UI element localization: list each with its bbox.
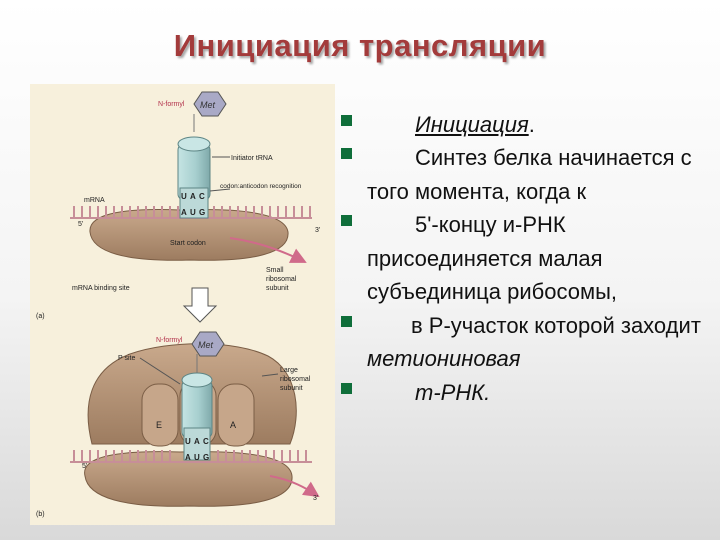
svg-text:3': 3' [313, 495, 318, 502]
svg-text:G: G [199, 208, 205, 217]
bullet-item-4: в Р-участок которой заходит метиониновая [340, 309, 710, 376]
bullet-square-icon [341, 215, 352, 227]
svg-text:N-formyl: N-formyl [156, 337, 183, 344]
mrna-strand-b [70, 450, 312, 463]
svg-text:ribosomal: ribosomal [266, 276, 297, 283]
svg-text:subunit: subunit [280, 385, 303, 392]
svg-text:P site: P site [118, 355, 135, 362]
svg-text:mRNA: mRNA [84, 197, 105, 204]
met-hexagon-b [191, 331, 225, 357]
svg-text:A: A [194, 437, 200, 446]
svg-text:A: A [190, 192, 196, 201]
transition-arrow [182, 287, 218, 323]
svg-text:(b): (b) [36, 511, 45, 518]
bullet-square-icon [341, 115, 352, 126]
svg-text:A: A [230, 420, 236, 430]
bullet-square-icon [341, 382, 352, 394]
bullet-square-icon [341, 148, 352, 160]
svg-text:5': 5' [82, 463, 87, 470]
svg-text:U: U [194, 453, 200, 462]
svg-text:Met: Met [198, 340, 214, 350]
panel-a: Met N-formyl U A C A U G Initiator tRNA … [36, 91, 320, 320]
svg-text:U: U [190, 208, 196, 217]
svg-text:subunit: subunit [266, 285, 289, 292]
bullet-item-5: m-РНК. [340, 376, 710, 409]
svg-text:G: G [203, 453, 209, 462]
bullet-item-3: 5'-концу и-РНК присоединяется малая субъ… [340, 208, 710, 308]
small-ribosomal-subunit-a [89, 209, 289, 261]
svg-text:A: A [185, 453, 191, 462]
svg-text:ribosomal: ribosomal [280, 376, 311, 383]
svg-text:N-formyl: N-formyl [158, 101, 185, 108]
svg-text:Large: Large [280, 367, 298, 374]
a-site-pocket [217, 383, 255, 447]
svg-text:3': 3' [315, 227, 320, 234]
svg-text:Initiator tRNA: Initiator tRNA [231, 155, 273, 162]
small-ribosomal-subunit-b [84, 451, 293, 507]
svg-text:Start codon: Start codon [170, 240, 206, 247]
e-site-pocket [141, 383, 179, 447]
bullet-item-2: Синтез белка начинается с того момента, … [340, 141, 710, 208]
svg-text:(a): (a) [36, 313, 45, 320]
bullet-square-icon [341, 315, 352, 327]
figure-drawing: Met N-formyl U A C A U G Initiator tRNA … [36, 91, 320, 518]
svg-text:Met: Met [200, 100, 216, 110]
svg-text:C: C [203, 437, 209, 446]
svg-text:codon:anticodon recognition: codon:anticodon recognition [220, 183, 302, 190]
slide-title: Инициация трансляции [173, 28, 547, 63]
svg-text:5': 5' [78, 221, 83, 228]
svg-text:U: U [181, 192, 187, 201]
initiator-trna-b [181, 354, 213, 461]
bullet-list: Инициация. Синтез белка начинается с тог… [340, 108, 710, 409]
svg-text:C: C [199, 192, 205, 201]
met-hexagon-a [193, 91, 227, 117]
svg-text:E: E [156, 420, 162, 430]
svg-text:Small: Small [266, 267, 284, 274]
svg-text:mRNA binding site: mRNA binding site [72, 285, 130, 292]
translation-initiation-figure: Met N-formyl U A C A U G Initiator tRNA … [30, 84, 335, 525]
panel-b: Met N-formyl U A C A U G P site Large ri… [36, 331, 320, 518]
svg-text:A: A [181, 208, 187, 217]
svg-text:U: U [185, 437, 191, 446]
initiator-trna-a [177, 114, 211, 219]
bullet-item-1: Инициация. [340, 108, 710, 141]
